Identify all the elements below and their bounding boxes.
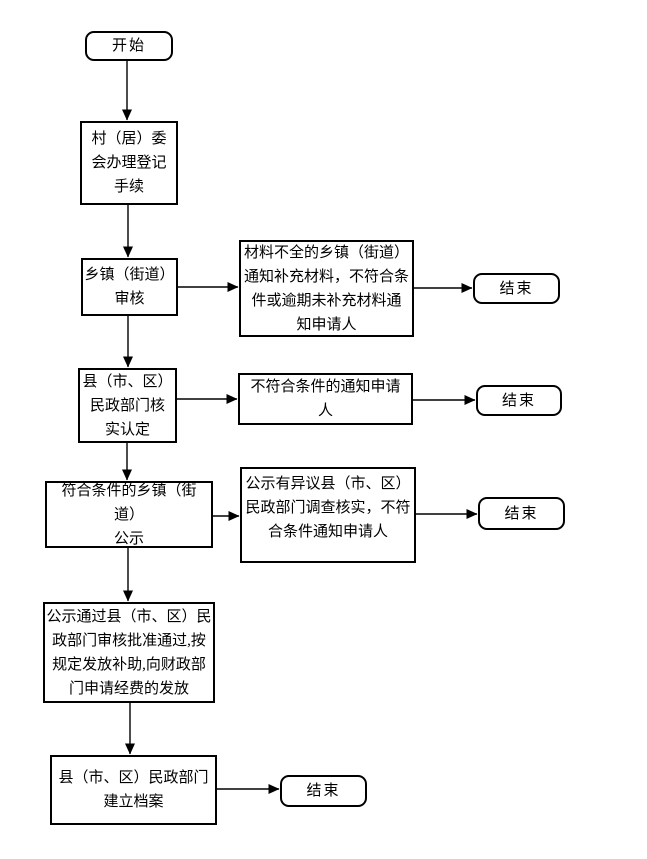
flow-node-village-registration: 村（居）委 会办理登记 手续 bbox=[80, 121, 178, 205]
flow-node-township-publicity: 符合条件的乡镇（街道） 公示 bbox=[45, 481, 213, 548]
flow-node-county-verification: 县（市、区） 民政部门核 实认定 bbox=[78, 368, 177, 443]
flow-node-approval-subsidy-disbursement: 公示通过县（市、区）民 政部门审核批准通过,按 规定发放补助,向财政部 门申请经… bbox=[43, 602, 215, 703]
flow-node-end-1: 结束 bbox=[473, 273, 560, 304]
flow-node-end-3: 结束 bbox=[478, 497, 565, 530]
flow-node-objection-investigation: 公示有异议县（市、区） 民政部门调查核实，不符 合条件通知申请人 bbox=[240, 467, 416, 563]
flow-node-end-2: 结束 bbox=[476, 385, 562, 416]
flow-node-incomplete-materials-notice: 材料不全的乡镇（街道） 通知补充材料，不符合条 件或逾期未补充材料通 知申请人 bbox=[239, 240, 414, 337]
flow-node-start: 开始 bbox=[85, 31, 173, 61]
flow-node-township-review: 乡镇（街道） 审核 bbox=[81, 258, 178, 316]
flow-node-end-4: 结束 bbox=[280, 775, 367, 807]
flow-node-ineligible-notice: 不符合条件的通知申请 人 bbox=[238, 373, 413, 425]
flow-node-county-archive: 县（市、区）民政部门 建立档案 bbox=[50, 755, 217, 825]
